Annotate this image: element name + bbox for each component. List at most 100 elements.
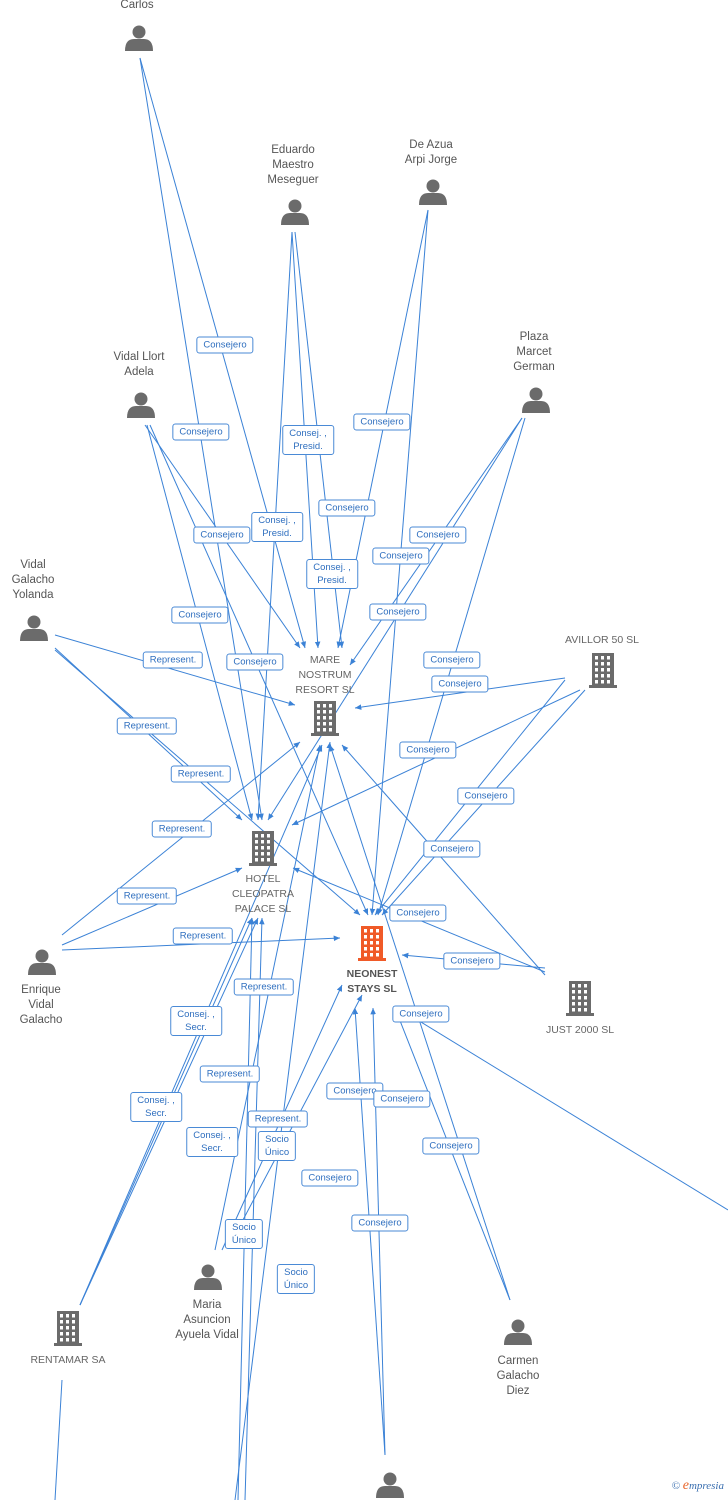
edge-label-text: Consejero: [429, 1140, 473, 1152]
edge-label[interactable]: Represent.: [151, 820, 213, 838]
edge-label[interactable]: Consej. ,Secr.: [130, 1092, 182, 1122]
node-label-line: NEONEST: [346, 968, 398, 980]
edge-label[interactable]: Consejero: [443, 952, 501, 970]
node-label-line: De Azua: [409, 139, 453, 151]
edge-line: [341, 744, 546, 976]
edge-label[interactable]: Consej. ,Presid.: [282, 425, 334, 455]
person-icon[interactable]: [20, 615, 48, 642]
edge-line: [61, 741, 301, 936]
edge-label-text: Represent.: [123, 720, 171, 732]
person-icon[interactable]: [376, 1472, 404, 1499]
building-icon[interactable]: [249, 831, 277, 866]
building-icon[interactable]: [589, 653, 617, 688]
edge-label[interactable]: Consejero: [171, 606, 229, 624]
copyright-symbol: ©: [671, 1480, 680, 1492]
edge-label-text: Represent.: [123, 890, 171, 902]
edge-label[interactable]: Consej. ,Secr.: [186, 1127, 238, 1157]
building-icon[interactable]: [311, 701, 339, 736]
edge-label[interactable]: Consejero: [389, 904, 447, 922]
edge-label-text: Consejero: [464, 790, 508, 802]
building-icon[interactable]: [358, 926, 386, 961]
edge-label[interactable]: Consej. ,Presid.: [306, 559, 358, 589]
person-icon[interactable]: [419, 179, 447, 206]
edge-label[interactable]: Consejero: [422, 1137, 480, 1155]
person-icon[interactable]: [281, 199, 309, 226]
edge-label[interactable]: Consejero: [423, 840, 481, 858]
edge-label-text: Consejero: [203, 339, 247, 351]
person-icon[interactable]: [125, 25, 153, 52]
edge-label[interactable]: Consejero: [193, 526, 251, 544]
edge-label[interactable]: Consejero: [392, 1005, 450, 1023]
node-label-carlos[interactable]: Carlos: [120, 0, 153, 13]
edge-label[interactable]: Represent.: [142, 651, 204, 669]
edge-label-text: Consej. ,: [313, 562, 351, 573]
edge-label-text: Consejero: [376, 606, 420, 618]
edges-layer: [54, 57, 728, 1500]
edge-label[interactable]: Consejero: [399, 741, 457, 759]
node-label-line: Eduardo: [271, 144, 315, 156]
edge-label[interactable]: Represent.: [233, 978, 295, 996]
node-label-line: Galacho: [496, 1370, 540, 1382]
edge-label-text: Consejero: [438, 678, 482, 690]
edge-label[interactable]: Consejero: [423, 651, 481, 669]
edge-label[interactable]: Represent.: [116, 717, 178, 735]
edge-line: [214, 744, 322, 1251]
person-icon[interactable]: [522, 387, 550, 414]
edge-label[interactable]: Consejero: [226, 653, 284, 671]
node-label-rentamar[interactable]: RENTAMAR SA: [30, 1353, 105, 1368]
node-label-line: Yolanda: [12, 589, 54, 601]
edge-label[interactable]: Consejero: [372, 547, 430, 565]
edge-label-text: Represent.: [254, 1113, 302, 1125]
node-label-neonest[interactable]: NEONEST STAYS SL: [347, 967, 398, 997]
edge-label-text: Consejero: [430, 843, 474, 855]
edge-label[interactable]: Consejero: [457, 787, 515, 805]
edge-label[interactable]: Represent.: [199, 1065, 261, 1083]
edge-label-text: Consejero: [358, 1217, 402, 1229]
edge-label-text: Presid.: [262, 528, 292, 539]
brand-logo-e: e: [682, 1478, 689, 1493]
person-icon[interactable]: [504, 1319, 532, 1346]
building-icon[interactable]: [566, 981, 594, 1016]
node-label-avillor[interactable]: AVILLOR 50 SL: [565, 633, 639, 648]
node-label-line: Asuncion: [183, 1314, 231, 1326]
edge-label[interactable]: Consejero: [431, 675, 489, 693]
person-icon[interactable]: [127, 392, 155, 419]
edge-label[interactable]: Consej. ,Secr.: [170, 1006, 222, 1036]
edge-label-text: Consej. ,: [258, 515, 296, 526]
edge-label[interactable]: Consejero: [373, 1090, 431, 1108]
edge-label[interactable]: Consejero: [353, 413, 411, 431]
edge-label[interactable]: Consejero: [196, 336, 254, 354]
empresia-brand: © empresia: [672, 1478, 724, 1494]
person-icon[interactable]: [194, 1264, 222, 1291]
edge-label[interactable]: Consejero: [351, 1214, 409, 1232]
edge-label[interactable]: Consejero: [172, 423, 230, 441]
edge-label[interactable]: Represent.: [172, 927, 234, 945]
edge-label[interactable]: Consejero: [318, 499, 376, 517]
edge-label[interactable]: Represent.: [170, 765, 232, 783]
edge-label[interactable]: Represent.: [116, 887, 178, 905]
edge-label[interactable]: Represent.: [247, 1110, 309, 1128]
node-label-line: STAYS SL: [347, 983, 397, 995]
edge-label[interactable]: Consej. , Presid.: [251, 512, 303, 542]
edge-label[interactable]: Consejero: [369, 603, 427, 621]
node-label-line: Maria: [192, 1299, 222, 1311]
person-icon[interactable]: [28, 949, 56, 976]
node-label-just2000[interactable]: JUST 2000 SL: [546, 1023, 614, 1038]
edge-label[interactable]: Consejero: [301, 1169, 359, 1187]
building-icon[interactable]: [54, 1311, 82, 1346]
edge-label[interactable]: Consejero: [409, 526, 467, 544]
